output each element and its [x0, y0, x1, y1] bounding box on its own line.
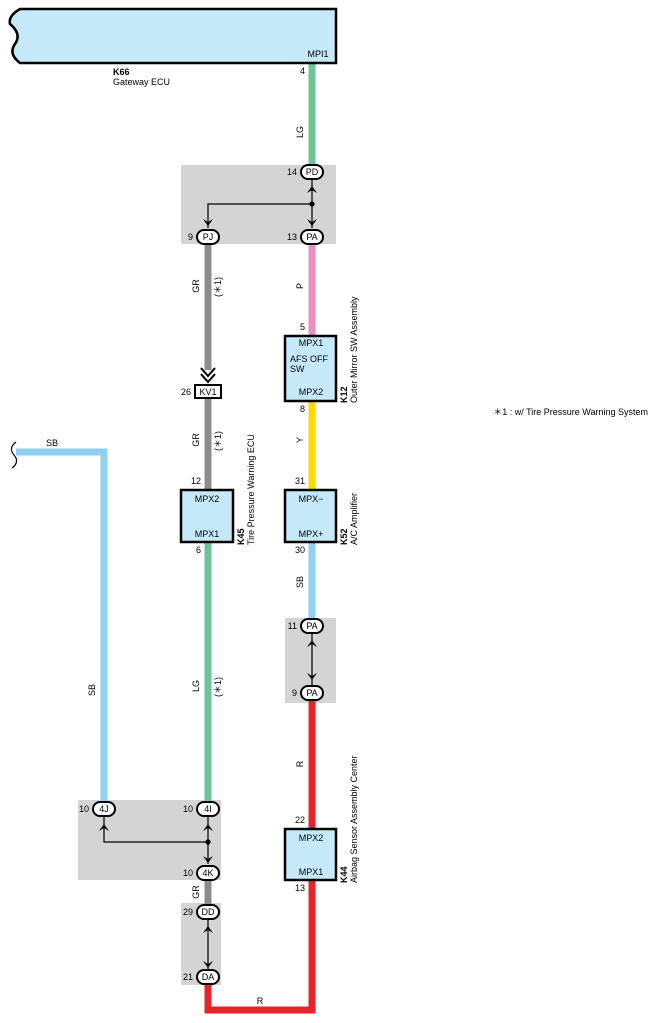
k45-mpx1-label: MPX1 [195, 529, 220, 539]
k52-mpx-minus-label: MPX− [299, 494, 324, 504]
connector-pa-top: PA [300, 229, 324, 245]
wire-note-gr-mid: (＊1) [213, 431, 223, 451]
wire-label-lg-left: LG [191, 680, 201, 692]
wire-label-y: Y [295, 437, 305, 443]
k12-name: Outer Mirror SW Assembly [349, 296, 359, 403]
k12-pin-bottom: 8 [300, 404, 305, 414]
4j-pin: 10 [79, 804, 89, 814]
connector-pa-mid-bottom: PA [300, 685, 324, 701]
k66-terminal-label: MPI1 [307, 49, 328, 59]
pd-pin: 14 [287, 167, 297, 177]
k45-pin-bottom: 6 [196, 545, 201, 555]
outer-mirror-sw-box [283, 334, 338, 403]
k12-mpx1-label: MPX1 [299, 338, 324, 348]
k45-pin-top: 12 [191, 476, 201, 486]
svg-text:PD: PD [306, 167, 319, 177]
pa-mid-top-pin: 11 [288, 621, 297, 631]
k66-name: Gateway ECU [113, 77, 170, 87]
footnote: ＊1 : w/ Tire Pressure Warning System [493, 407, 648, 417]
connector-da: DA [196, 969, 220, 985]
wire-label-gr-upper: GR [191, 279, 201, 293]
svg-text:PA: PA [306, 688, 317, 698]
connector-pj: PJ [196, 229, 220, 245]
wire-note-lg-left: (＊1) [213, 677, 223, 697]
k44-code: K44 [339, 866, 349, 883]
k52-pin-top: 31 [295, 476, 305, 486]
k66-code: K66 [113, 67, 130, 77]
k45-name: Tire Pressure Warning ECU [246, 434, 256, 545]
k66-pin: 4 [300, 66, 305, 76]
connector-4j: 4J [92, 801, 116, 817]
4k-pin: 10 [183, 868, 193, 878]
k44-pin-bottom: 13 [295, 883, 305, 893]
k12-mpx2-label: MPX2 [299, 387, 324, 397]
4i-pin: 10 [183, 804, 193, 814]
k52-name: A/C Amplifier [349, 493, 359, 545]
k12-sw-label: SW [290, 364, 305, 374]
k52-code: K52 [339, 528, 349, 545]
svg-text:DD: DD [202, 907, 215, 917]
k12-pin-top: 5 [300, 322, 305, 332]
k12-label-group: K12 [339, 386, 349, 403]
k52-pin-bottom: 30 [295, 545, 305, 555]
k44-pin-top: 22 [295, 815, 305, 825]
wire-label-sb-left: SB [87, 684, 97, 696]
wire-break-mark [10, 441, 18, 469]
wire-label-sb-left-top: SB [46, 438, 58, 448]
wire-label-r-right: R [295, 760, 305, 767]
k45-mpx2-label: MPX2 [195, 494, 220, 504]
k44-mpx2-label: MPX2 [299, 833, 324, 843]
wire-note-gr-upper: (＊1) [213, 277, 223, 297]
svg-text:PA: PA [306, 621, 317, 631]
k44-mpx1-label: MPX1 [299, 867, 324, 877]
k52-mpx-plus-label: MPX+ [299, 529, 324, 539]
airbag-sensor-box [283, 827, 338, 882]
pa-top-pin: 13 [287, 232, 297, 242]
wire-label-gr-mid: GR [191, 433, 201, 447]
svg-text:PJ: PJ [203, 232, 214, 242]
connector-4i: 4I [196, 801, 220, 817]
wire-label-lg-top: LG [295, 126, 305, 138]
k12-afs-off-label: AFS OFF [290, 354, 329, 364]
wire-label-gr-low: GR [191, 885, 201, 899]
gateway-ecu-box [8, 7, 338, 65]
wire-label-p: P [295, 283, 305, 289]
kv1-pin: 26 [181, 387, 191, 397]
pj-pin: 9 [188, 232, 193, 242]
wire-label-r-bottom: R [257, 996, 264, 1006]
k45-code: K45 [236, 528, 246, 545]
pa-mid-bottom-pin: 9 [292, 688, 297, 698]
connector-kv1: KV1 [194, 367, 222, 399]
wire-sb-left [16, 448, 108, 802]
da-pin: 21 [183, 972, 193, 982]
connector-pa-mid-top: PA [300, 618, 324, 634]
connector-4k: 4K [196, 865, 220, 881]
ac-amplifier-box [283, 488, 338, 544]
svg-text:PA: PA [306, 232, 317, 242]
k12-code: K12 [339, 386, 349, 403]
dd-pin: 29 [183, 907, 193, 917]
svg-text:DA: DA [202, 972, 215, 982]
svg-text:KV1: KV1 [199, 387, 216, 397]
connector-dd: DD [196, 904, 220, 920]
svg-text:4K: 4K [202, 868, 213, 878]
k44-name: Airbag Sensor Assembly Center [349, 755, 359, 883]
svg-text:4J: 4J [99, 804, 109, 814]
wire-label-sb-right: SB [295, 576, 305, 588]
svg-text:4I: 4I [204, 804, 212, 814]
wire-r-bottom [204, 880, 316, 1014]
connector-pd: PD [300, 164, 324, 180]
tire-pressure-ecu-box [179, 488, 235, 544]
